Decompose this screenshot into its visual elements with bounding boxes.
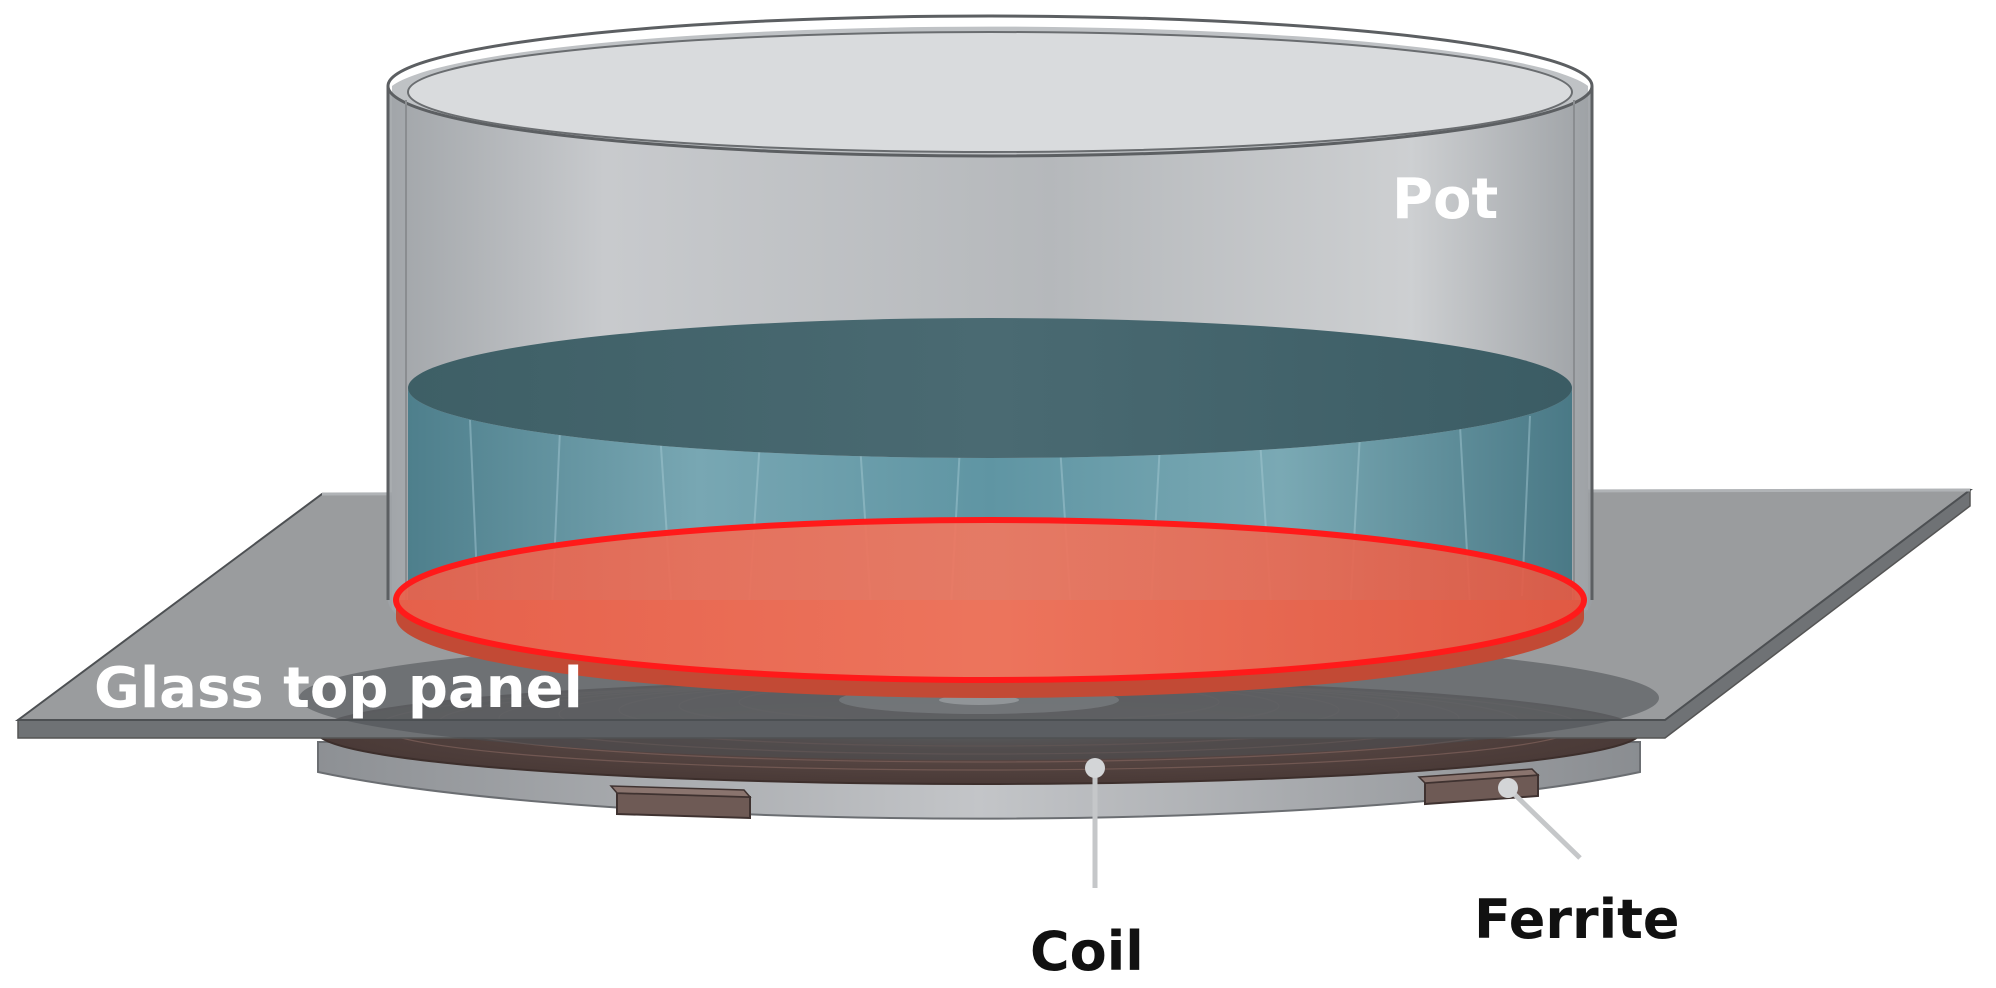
water-surface (408, 318, 1572, 458)
callout-lines (1085, 758, 1582, 888)
heated-base-surface (393, 517, 1587, 683)
ferrite-leader-dot (1498, 778, 1518, 798)
coil-label: Coil (1030, 920, 1144, 983)
ferrite-leader-line (1506, 786, 1582, 860)
coil-leader-dot (1085, 758, 1105, 778)
heated-pot-base (393, 517, 1587, 698)
pot-rim-inner (407, 31, 1573, 153)
pot-label: Pot (1392, 167, 1498, 232)
ferrite-label: Ferrite (1474, 888, 1680, 951)
ferrite-bar-left (609, 785, 752, 820)
glass-top-panel-label: Glass top panel (94, 656, 583, 721)
